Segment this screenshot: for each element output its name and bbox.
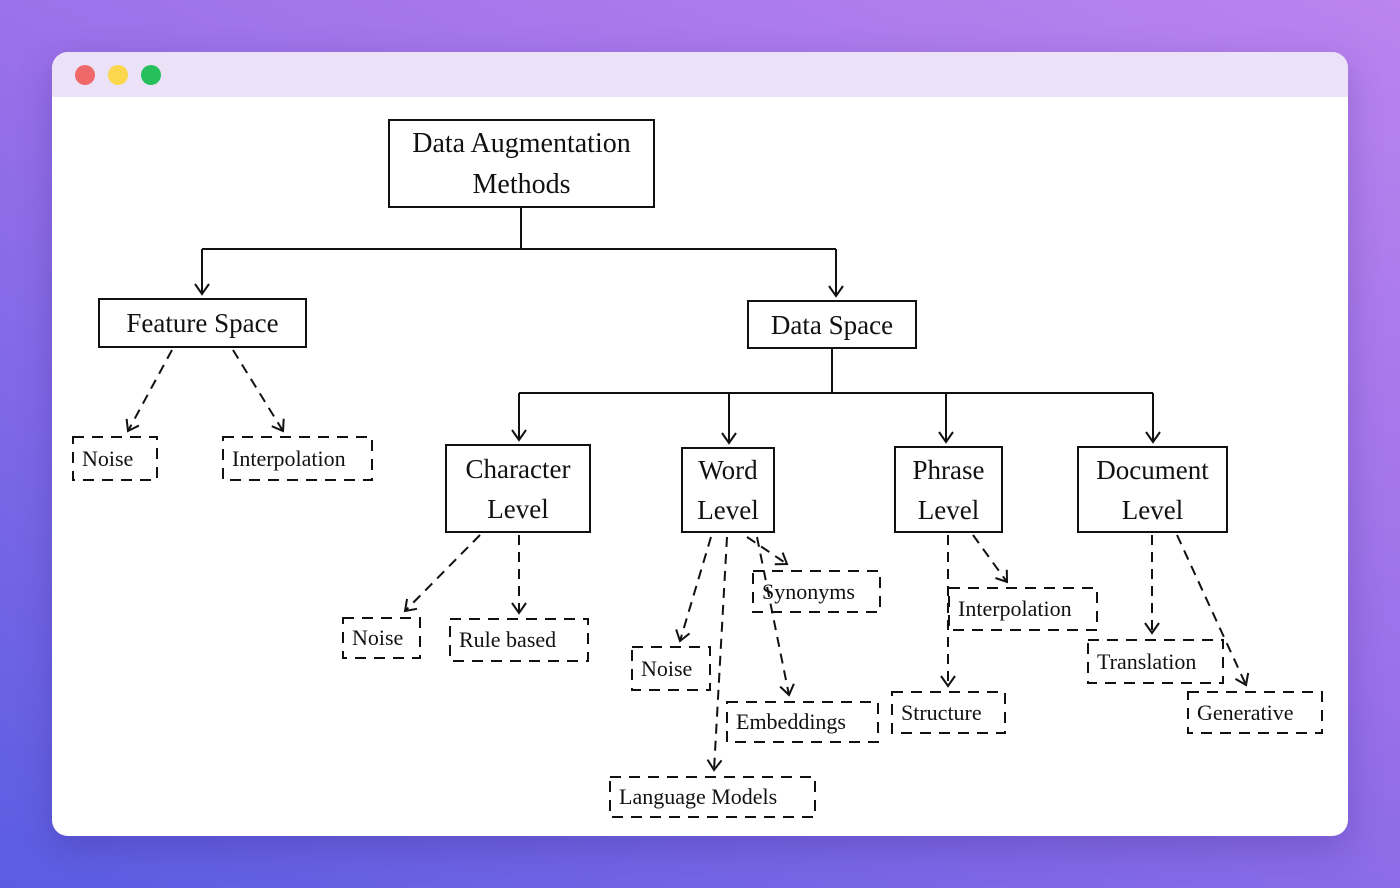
minimize-button[interactable] — [108, 64, 128, 85]
maximize-button[interactable] — [141, 64, 161, 85]
browser-window — [52, 52, 1348, 836]
close-button[interactable] — [75, 64, 95, 85]
window-titlebar — [52, 52, 1348, 97]
